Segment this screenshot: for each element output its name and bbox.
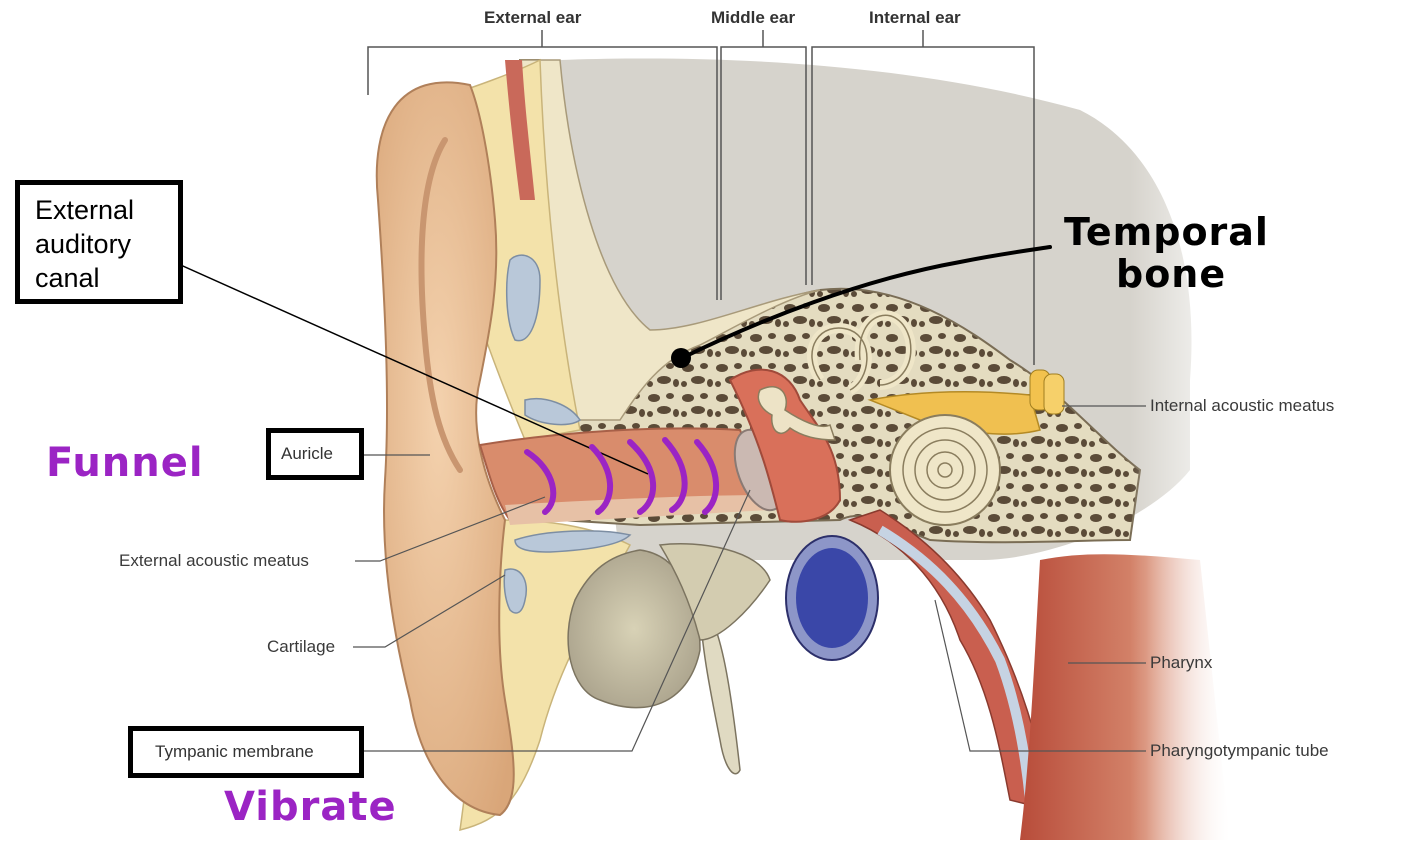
bony-wedge [658, 543, 771, 641]
pharyngotympanic-tube-label: Pharyngotympanic tube [1150, 741, 1329, 760]
cartilage-piece-1 [505, 254, 541, 342]
cartilage-label: Cartilage [267, 637, 336, 656]
cartilage-piece-4 [514, 530, 632, 553]
cartilage-piece-2 [524, 398, 582, 426]
internal-acoustic-meatus-label: Internal acoustic meatus [1150, 396, 1335, 415]
handwritten-vibrate: Vibrate [224, 784, 397, 830]
auricle-inner-fold [418, 137, 463, 473]
callout-line-1: External [35, 195, 135, 225]
region-internal-ear: Internal ear [869, 8, 961, 27]
handwritten-bone: bone [1116, 252, 1227, 296]
tympanic-membrane-label-box: Tympanic membrane [128, 726, 364, 778]
temporal-bone-dot [671, 348, 691, 368]
callout-line-3: canal [35, 263, 100, 293]
pharynx-label: Pharynx [1150, 653, 1213, 672]
auricle-label: Auricle [281, 444, 333, 463]
region-external-ear: External ear [484, 8, 582, 27]
cartilage-piece-3 [503, 568, 527, 614]
cochlea [889, 414, 1001, 526]
region-brackets [367, 30, 1035, 365]
handwritten-temporal: Temporal [1064, 210, 1269, 254]
callout-line-2: auditory [35, 229, 132, 259]
external-canal-floor [505, 495, 770, 525]
nerve-bundle [1029, 369, 1065, 415]
tympanic-membrane-label: Tympanic membrane [155, 742, 314, 761]
callout-leader [155, 253, 649, 475]
middle-ear-cavity [728, 368, 842, 523]
temporal-bone-pointer [680, 245, 1052, 360]
jugular-vessel-inner [796, 548, 868, 648]
external-acoustic-meatus-label: External acoustic meatus [119, 551, 309, 570]
external-auditory-canal-callout: External auditory canal [15, 180, 183, 304]
handwritten-funnel: Funnel [46, 440, 204, 486]
region-middle-ear: Middle ear [711, 8, 796, 27]
funnel-annotation-arcs [524, 437, 719, 515]
auricle-label-box: Auricle [266, 428, 364, 480]
ossicles [757, 386, 837, 441]
styloid-process [699, 598, 741, 775]
tube-lining [877, 525, 1035, 801]
muscle-upper [505, 60, 535, 200]
leader-lines [353, 405, 1146, 752]
